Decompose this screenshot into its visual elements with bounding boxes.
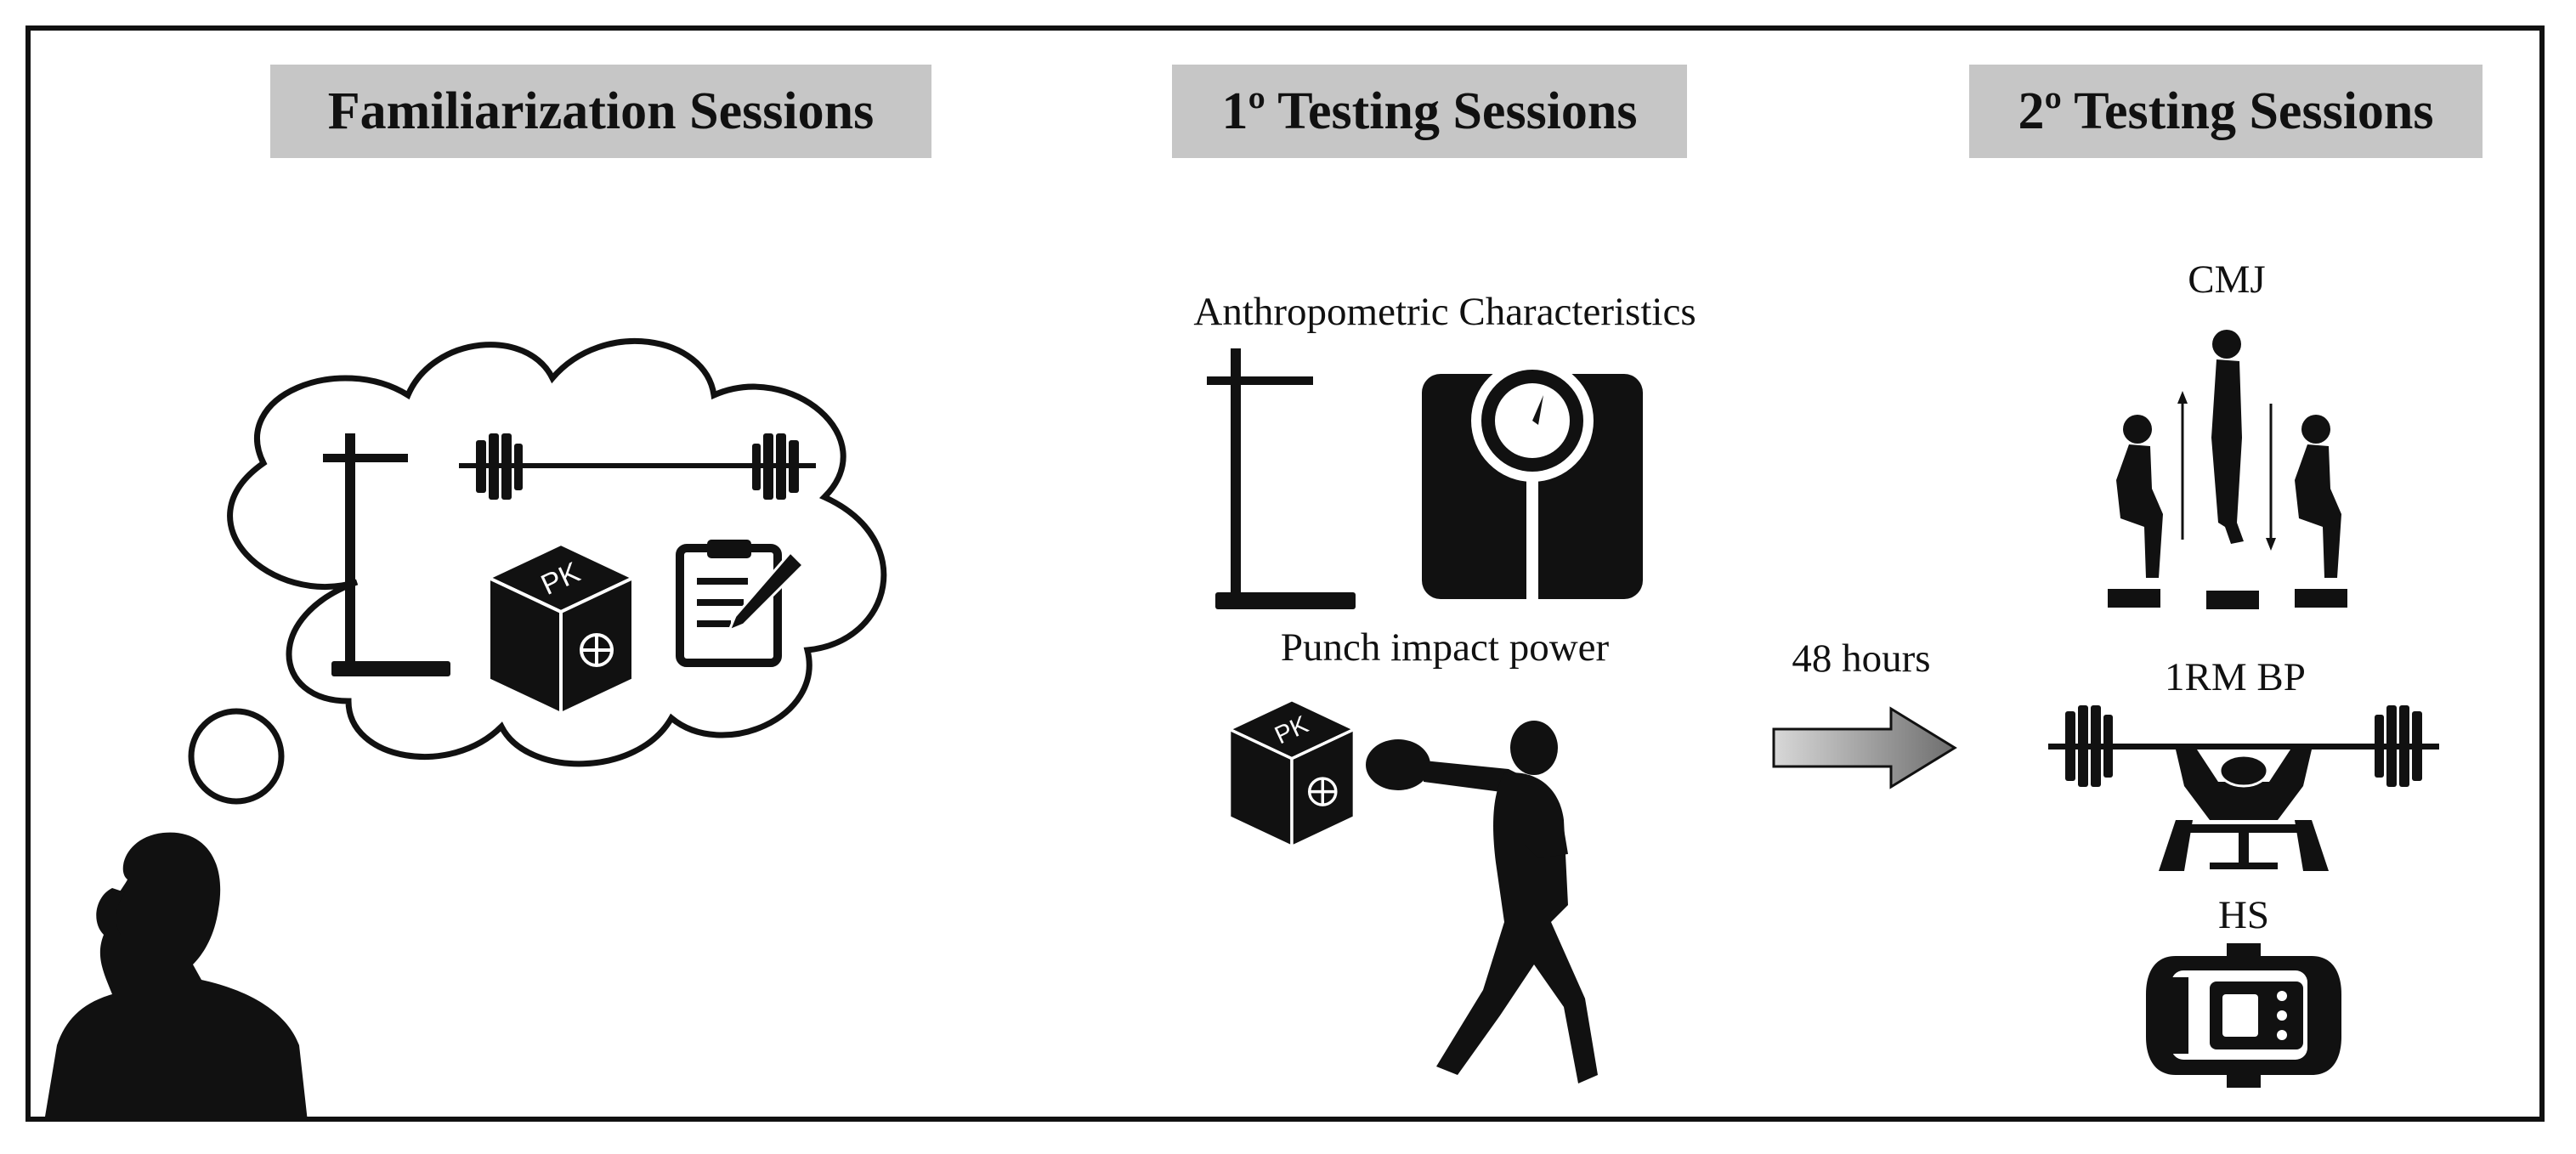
pk-device-icon: PK: [1226, 698, 1358, 850]
first-testing-sessions-header: 1º Testing Sessions: [1172, 65, 1687, 158]
weighing-scale-icon: [1422, 359, 1643, 599]
stadiometer-icon: [1207, 348, 1356, 609]
punch-impact-power-label: Punch impact power: [1280, 625, 1610, 670]
clipboard-icon: [676, 540, 806, 667]
barbell-icon: [459, 433, 816, 500]
boxer-icon: [1366, 721, 1598, 1083]
cmj-jump-icon: [2108, 330, 2347, 609]
anthropometric-label: Anthropometric Characteristics: [1193, 290, 1696, 334]
familiarization-sessions-header: Familiarization Sessions: [270, 65, 931, 158]
second-testing-sessions-header: 2º Testing Sessions: [1969, 65, 2483, 158]
bench-press-icon: [2048, 705, 2439, 871]
interval-label: 48 hours: [1792, 636, 1931, 681]
diagram-frame: [25, 25, 2545, 1122]
hand-dynamometer-icon: [2146, 943, 2341, 1088]
cmj-label: CMJ: [2188, 257, 2266, 302]
handgrip-label: HS: [2217, 893, 2270, 937]
right-arrow-icon: [1772, 706, 1957, 789]
thinking-person-icon: [44, 832, 308, 1122]
bench-press-label: 1RM BP: [2165, 655, 2306, 699]
pk-device-icon: PK: [484, 541, 637, 717]
stadiometer-icon: [323, 433, 450, 676]
